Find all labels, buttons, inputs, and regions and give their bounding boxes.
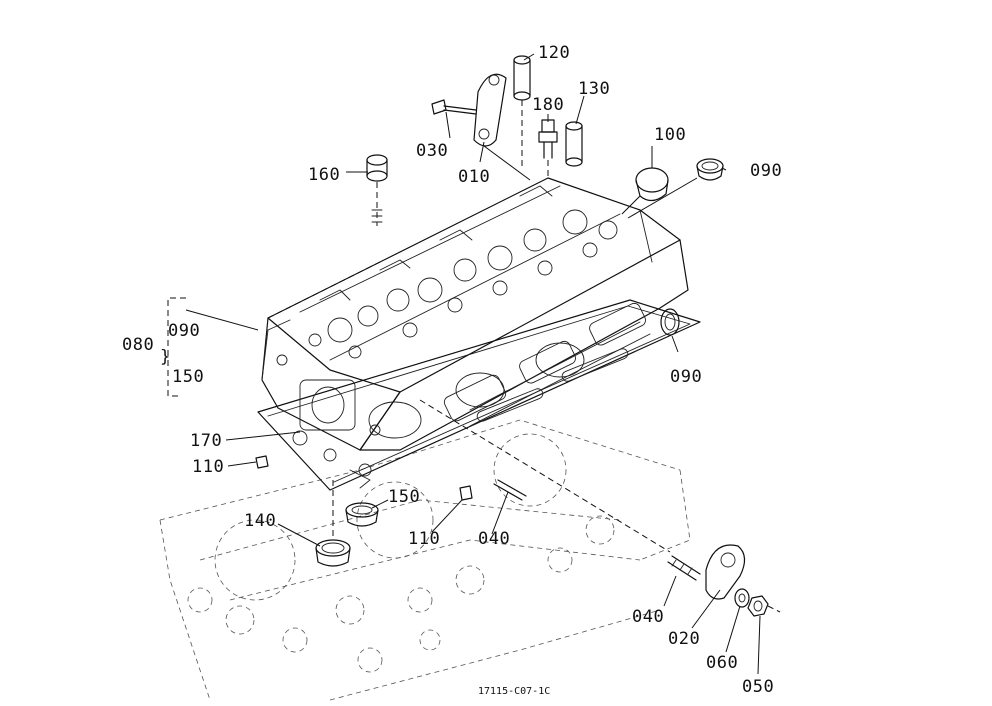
part-110-dowel-left (255, 455, 269, 469)
label-090-top: 090 (750, 161, 782, 181)
part-090-cap-side (660, 308, 680, 336)
part-090-cap-top (627, 158, 724, 219)
part-120-tube (513, 55, 531, 170)
part-110-dowel-mid (459, 485, 473, 501)
part-160-plug (366, 154, 388, 226)
part-060-washer (734, 588, 750, 608)
label-140: 140 (244, 511, 276, 531)
label-090-side: 090 (670, 367, 702, 387)
part-130-tube (565, 121, 583, 167)
left-bracket (167, 297, 186, 397)
part-020-hanger (705, 544, 746, 600)
label-120: 120 (538, 43, 570, 63)
label-080: 080 (122, 335, 154, 355)
figure-code: 17115-C07-1C (478, 686, 550, 697)
part-050-nut (747, 595, 781, 617)
label-110-left: 110 (192, 457, 224, 477)
label-060: 060 (706, 653, 738, 673)
cylinder-head (261, 177, 689, 451)
label-170: 170 (190, 431, 222, 451)
part-040-stud-mid (493, 479, 527, 501)
label-150-lower: 150 (388, 487, 420, 507)
part-140-cup (315, 480, 351, 567)
bracket-brace: } (160, 347, 171, 367)
part-labels: 120 180 130 030 010 160 100 090 090 080 … (122, 43, 782, 697)
label-030: 030 (416, 141, 448, 161)
part-040-stud-right (419, 399, 701, 581)
head-gasket (257, 299, 701, 491)
label-050: 050 (742, 677, 774, 697)
label-090-left: 090 (168, 321, 200, 341)
part-180-sensor (538, 119, 558, 178)
part-100-plug (621, 167, 669, 215)
label-110-mid: 110 (408, 529, 440, 549)
part-010-hanger (473, 73, 531, 181)
label-150-left: 150 (172, 367, 204, 387)
label-020: 020 (668, 629, 700, 649)
cylinder-block-outline (159, 419, 691, 701)
label-010: 010 (458, 167, 490, 187)
label-160: 160 (308, 165, 340, 185)
label-180: 180 (532, 95, 564, 115)
part-150-cup (345, 502, 379, 527)
leader-lines (185, 53, 761, 675)
label-040-right: 040 (632, 607, 664, 627)
label-040-mid: 040 (478, 529, 510, 549)
label-100: 100 (654, 125, 686, 145)
label-130: 130 (578, 79, 610, 99)
part-030-bolt (431, 99, 477, 115)
